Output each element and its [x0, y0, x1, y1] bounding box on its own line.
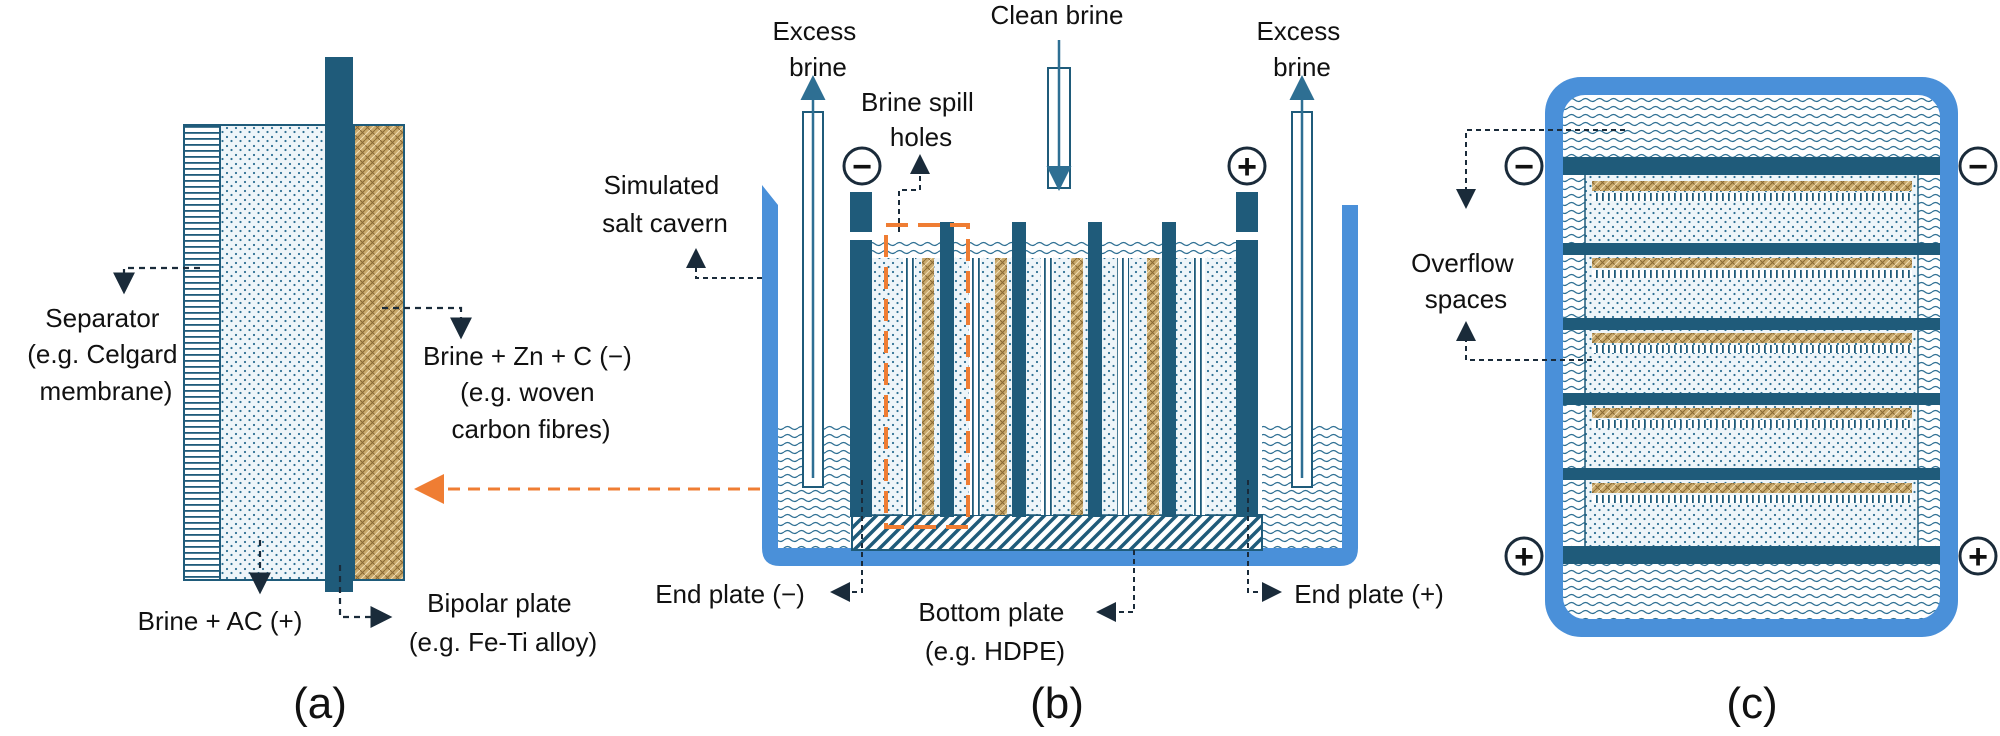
separator-c5	[1592, 495, 1912, 503]
end-plate-neg-label: End plate (−)	[655, 579, 805, 609]
end-plate-pos-leader	[1247, 480, 1282, 602]
positive-sign-c-left: +	[1504, 536, 1544, 576]
svg-text:+: +	[1968, 538, 1988, 576]
positive-sign-b: +	[1227, 146, 1267, 186]
bipolar-plate-b3	[1088, 222, 1102, 517]
clean-brine-label: Clean brine	[991, 0, 1124, 30]
fibre-b2	[995, 258, 1007, 515]
fibre-b4	[1147, 258, 1159, 515]
fibre-c4	[1592, 408, 1912, 418]
separator-c4	[1592, 420, 1912, 428]
bipolar-plate-c3	[1563, 393, 1940, 405]
bipolar-plate-c2	[1563, 318, 1940, 330]
fibre-b1	[922, 258, 934, 515]
anode-leader	[382, 306, 472, 340]
separator-c1	[1592, 193, 1912, 201]
end-plate-pos-label: End plate (+)	[1294, 579, 1444, 609]
cathode-label: Brine + AC (+)	[138, 606, 303, 636]
end-plate-negative	[850, 192, 872, 517]
negative-sign-c-right: −	[1958, 146, 1998, 186]
panel-b: − + Excess brine Excess brine Clean brin…	[602, 0, 1444, 728]
svg-text:+: +	[1237, 148, 1257, 186]
svg-text:−: −	[1514, 148, 1534, 186]
panel-a: Separator (e.g. Celgard membrane) Brine …	[27, 57, 639, 728]
fibre-c2	[1592, 258, 1912, 268]
caption-c: (c)	[1726, 679, 1777, 728]
separator-membrane	[183, 124, 221, 581]
bottom-plate	[851, 514, 1263, 551]
svg-text:+: +	[1514, 538, 1534, 576]
caption-b: (b)	[1030, 679, 1084, 728]
negative-sign-c-left: −	[1504, 146, 1544, 186]
bipolar-plate	[325, 57, 353, 592]
fibre-b3	[1071, 258, 1083, 515]
anode-label: Brine + Zn + C (−) (e.g. woven carbon fi…	[423, 341, 639, 444]
separator-b2	[969, 258, 981, 515]
excess-brine-right-label: Excess brine	[1256, 16, 1347, 82]
separator-b5	[1193, 258, 1205, 515]
separator-b4	[1117, 258, 1129, 515]
fibre-c3	[1592, 333, 1912, 343]
separator-c2	[1592, 270, 1912, 278]
svg-text:−: −	[852, 148, 872, 186]
overflow-label: Overflow spaces	[1411, 248, 1521, 314]
overflow-leader-top	[1456, 129, 1625, 209]
panel-c: − − + + Overflow spaces (c)	[1411, 77, 1998, 728]
anode-fibre-layer	[353, 124, 405, 581]
spill-hole-right	[1232, 232, 1262, 240]
zoom-highlight-box	[884, 223, 970, 529]
end-plate-neg-leader	[830, 480, 863, 602]
separator-b1	[903, 258, 915, 515]
bottom-plate-leader	[1096, 550, 1135, 622]
cathode-ac-layer	[219, 124, 327, 581]
caption-a: (a)	[293, 679, 347, 728]
separator-leader	[113, 266, 200, 295]
end-plate-bottom-c	[1563, 546, 1940, 564]
bottom-plate-label: Bottom plate (e.g. HDPE)	[918, 597, 1071, 666]
end-plate-positive	[1236, 192, 1258, 517]
plate-label: Bipolar plate (e.g. Fe-Ti alloy)	[409, 588, 597, 657]
fibre-c1	[1592, 181, 1912, 191]
bipolar-plate-b4	[1162, 222, 1176, 517]
excess-brine-left-label: Excess brine	[772, 16, 863, 82]
fibre-c5	[1592, 483, 1912, 493]
cavern-leader	[686, 248, 762, 279]
end-plate-top-c	[1563, 157, 1940, 175]
separator-label: Separator (e.g. Celgard membrane)	[27, 303, 185, 406]
cavern-label: Simulated salt cavern	[602, 170, 728, 238]
overflow-leader-bottom	[1456, 321, 1592, 361]
bipolar-plate-c4	[1563, 468, 1940, 480]
bipolar-plate-c1	[1563, 243, 1940, 255]
separator-b3	[1041, 258, 1053, 515]
stack-top-brine	[870, 240, 1243, 258]
spill-holes-label: Brine spill holes	[861, 87, 981, 152]
spill-holes-leader	[898, 154, 930, 232]
bipolar-plate-b2	[1012, 222, 1026, 517]
negative-sign-b: −	[842, 146, 882, 186]
spill-hole-left	[846, 232, 876, 240]
positive-sign-c-right: +	[1958, 536, 1998, 576]
bipolar-plate-b1	[940, 222, 954, 517]
svg-text:−: −	[1968, 148, 1988, 186]
separator-c3	[1592, 345, 1912, 353]
